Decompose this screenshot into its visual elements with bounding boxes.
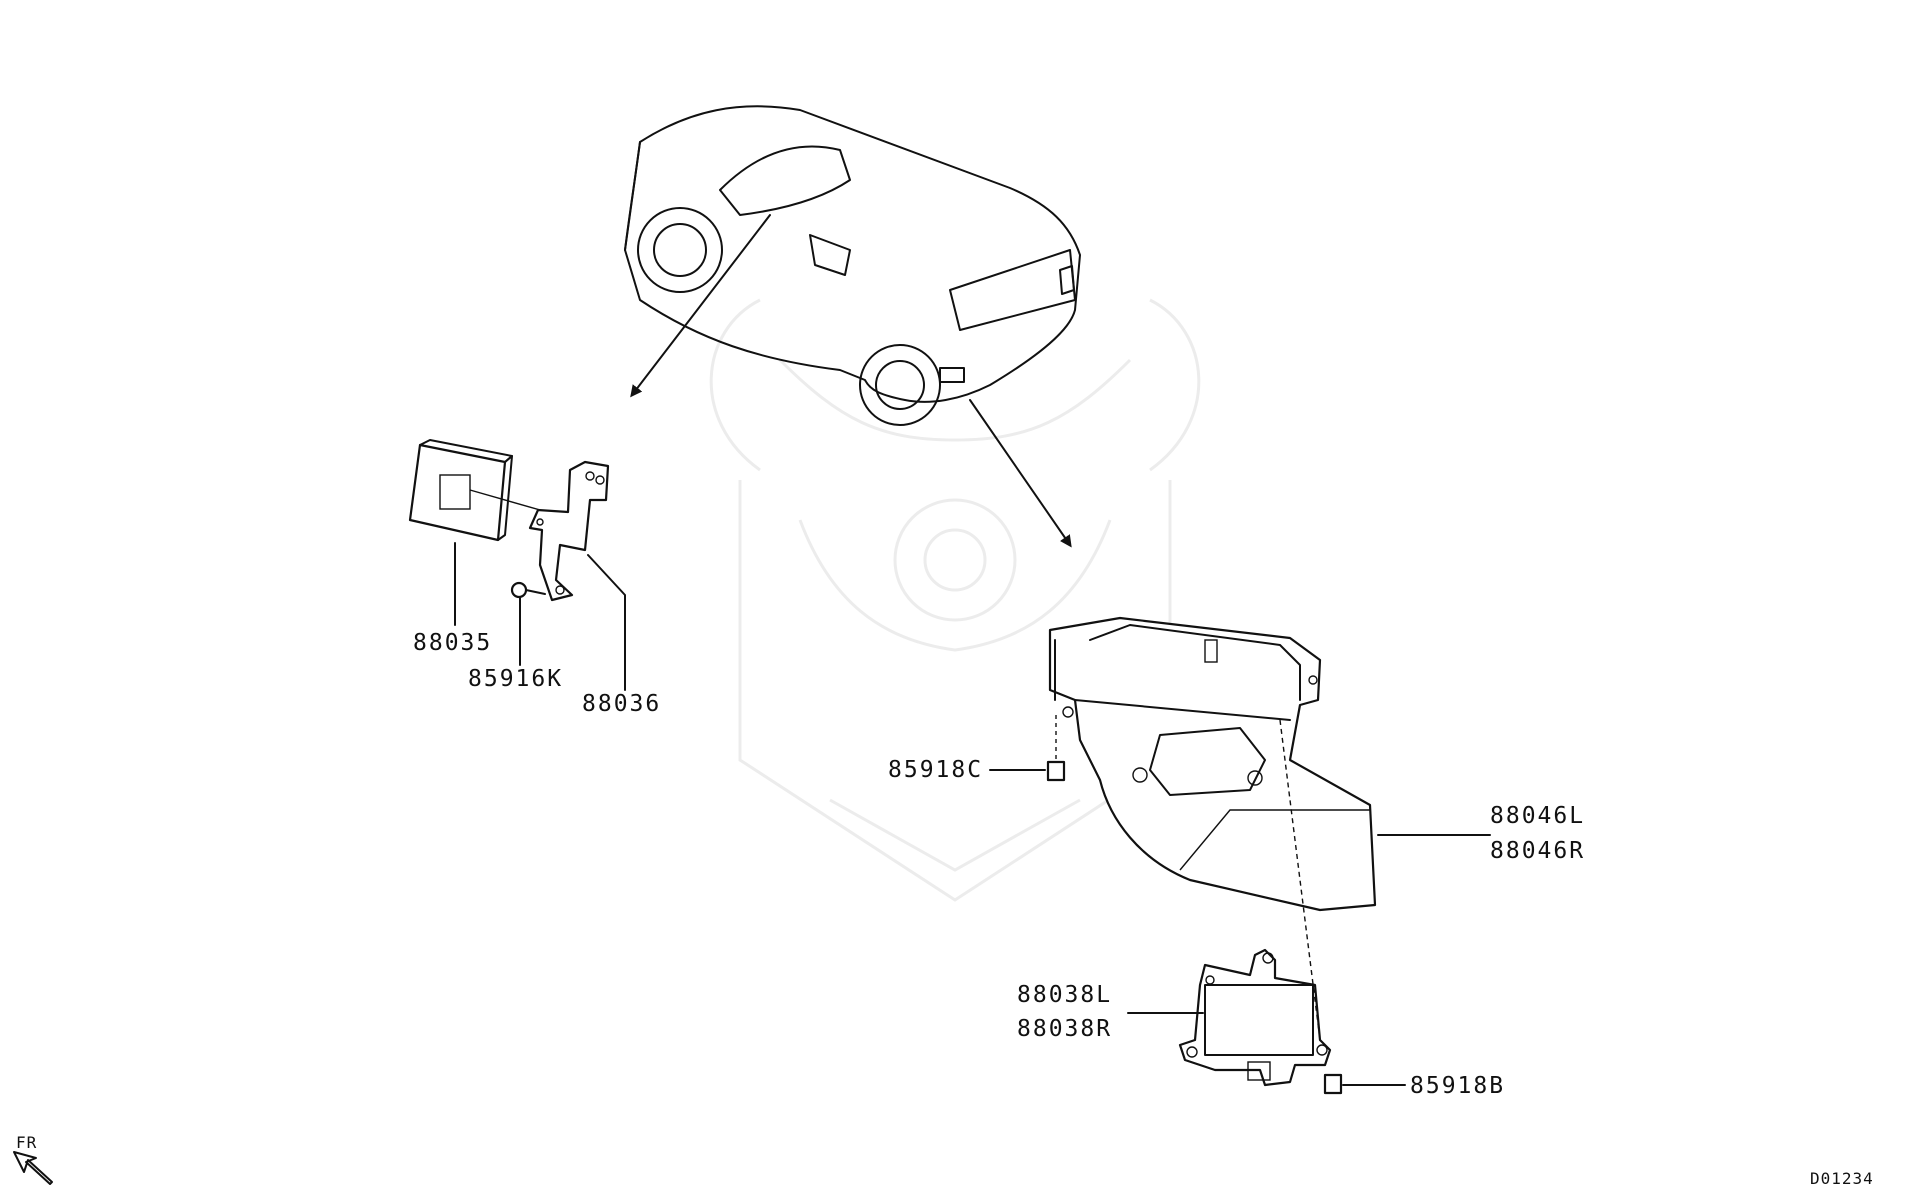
label-88046R: 88046R bbox=[1490, 838, 1585, 864]
front-arrow-icon bbox=[13, 1151, 53, 1185]
label-88046L: 88046L bbox=[1490, 803, 1585, 829]
bracket-88036 bbox=[528, 460, 610, 602]
leader-88036 bbox=[587, 554, 626, 691]
vehicle-outline bbox=[624, 105, 1081, 426]
bolt-85918B bbox=[1323, 1073, 1343, 1095]
label-88038R: 88038R bbox=[1017, 1016, 1112, 1042]
bolt-85918C bbox=[1046, 715, 1066, 782]
label-88038L: 88038L bbox=[1017, 982, 1112, 1008]
label-85916K: 85916K bbox=[468, 666, 563, 692]
label-88036: 88036 bbox=[582, 691, 661, 717]
sensor-88038 bbox=[1178, 719, 1332, 1087]
bracket-88046 bbox=[1048, 616, 1377, 912]
screw-85916K bbox=[510, 581, 546, 599]
callout-arrow-rear bbox=[969, 399, 1072, 548]
label-88035: 88035 bbox=[413, 630, 492, 656]
diagram-code: D01234 bbox=[1810, 1169, 1874, 1187]
callout-arrow-front bbox=[630, 214, 771, 398]
label-85918C: 85918C bbox=[888, 757, 983, 783]
control-unit-88035 bbox=[408, 439, 541, 542]
front-label: FR bbox=[16, 1133, 37, 1152]
front-direction-indicator: FR bbox=[13, 1133, 53, 1185]
label-85918B: 85918B bbox=[1410, 1073, 1505, 1099]
